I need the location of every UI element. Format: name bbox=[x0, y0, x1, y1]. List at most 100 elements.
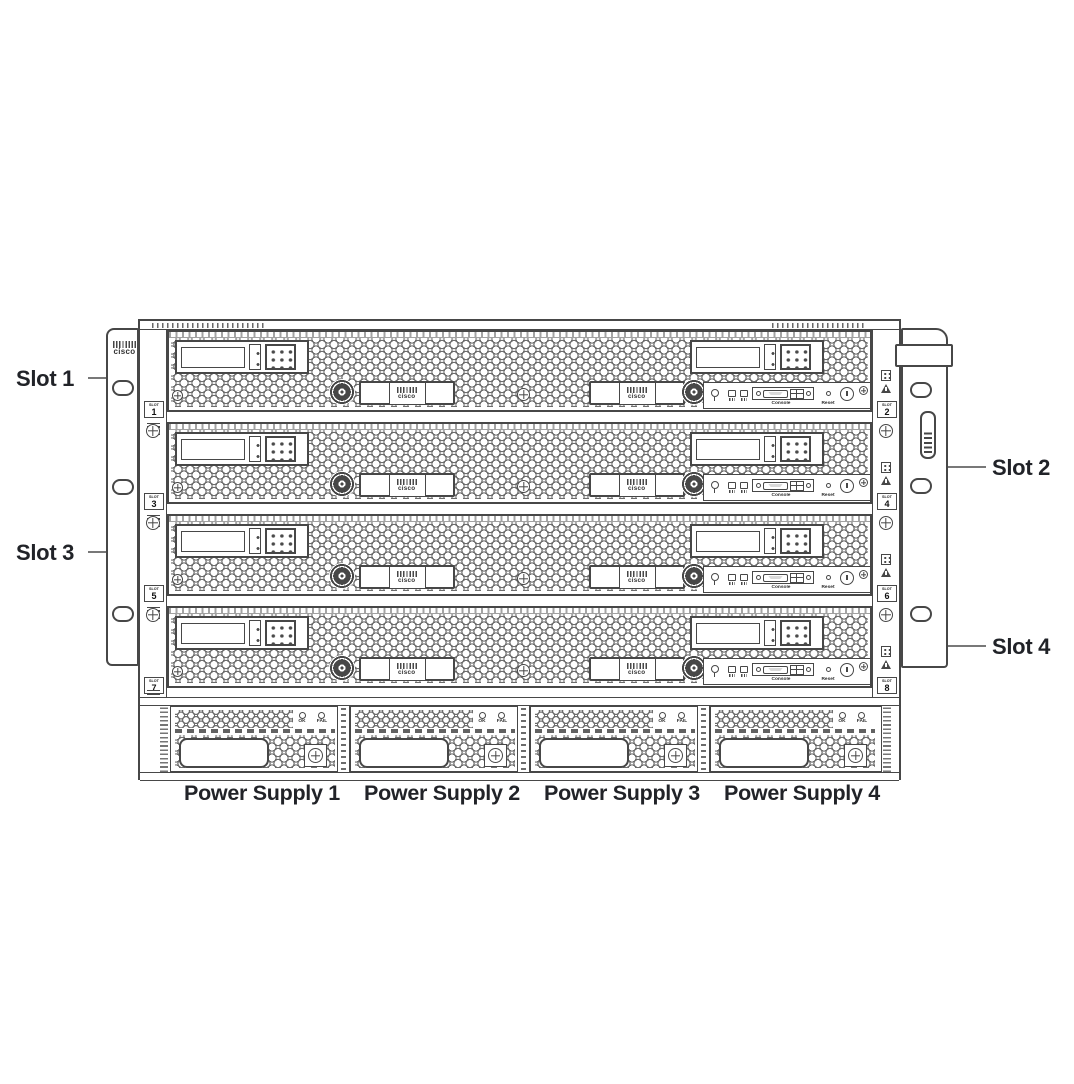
flange-mount-slot bbox=[112, 479, 134, 495]
power-supply-1-label: Power Supply 1 bbox=[184, 781, 340, 805]
top-rail-ticks bbox=[772, 323, 864, 328]
left-rack-flange: cisco bbox=[106, 328, 139, 666]
cisco-logo: cisco bbox=[111, 341, 138, 356]
drive-bay-left bbox=[175, 432, 309, 466]
console-connector-icon bbox=[763, 573, 788, 582]
psu-ok-label: OK bbox=[298, 719, 306, 724]
warning-triangle-icon bbox=[881, 568, 891, 577]
cisco-logo-bars-icon bbox=[626, 570, 648, 577]
wall-screw-icon bbox=[879, 608, 893, 622]
ejector-latch-button bbox=[329, 379, 355, 405]
ejector-handle-right: cisco bbox=[589, 565, 685, 589]
power-button-icon bbox=[840, 663, 854, 677]
cisco-logo-bars-icon bbox=[396, 662, 418, 669]
reset-pinhole bbox=[826, 391, 831, 396]
ejector-latch-button bbox=[681, 563, 707, 589]
power-supply-3-label: Power Supply 3 bbox=[544, 781, 700, 805]
psu-ok-led-icon bbox=[479, 712, 486, 719]
psu-handle-cutout bbox=[179, 738, 269, 768]
blade-row-4: cisco cisco bbox=[167, 606, 872, 688]
drive-label-window bbox=[696, 531, 760, 552]
reset-label: Reset bbox=[821, 401, 835, 406]
ejector-handle-left: cisco bbox=[359, 381, 455, 405]
ejector-handle-left: cisco bbox=[359, 473, 455, 497]
ejector-handle-left: cisco bbox=[359, 565, 455, 589]
console-label: Console bbox=[771, 401, 791, 406]
psu-fail-led-icon bbox=[858, 712, 865, 719]
status-indicator-icon bbox=[881, 370, 891, 381]
power-button-icon bbox=[840, 479, 854, 493]
drive-release-strip bbox=[764, 436, 776, 462]
psu-divider bbox=[337, 706, 350, 772]
reset-pinhole bbox=[826, 575, 831, 580]
psu-thumbscrew-icon bbox=[488, 748, 503, 763]
psu-side-detail bbox=[883, 706, 891, 772]
psu-screw-plate bbox=[304, 744, 327, 767]
console-label: Console bbox=[771, 493, 791, 498]
power-button-icon bbox=[840, 571, 854, 585]
connector-grid-icon bbox=[790, 388, 804, 399]
psu-handle-cutout bbox=[539, 738, 629, 768]
power-led-icon bbox=[711, 481, 719, 493]
blade-bay-area: cisco cisco bbox=[167, 321, 872, 697]
psu-thumbscrew-icon bbox=[848, 748, 863, 763]
drive-latch-grid bbox=[265, 620, 296, 646]
drive-release-strip bbox=[249, 528, 261, 554]
port-screw-icon bbox=[756, 391, 761, 396]
flange-mount-slot bbox=[112, 606, 134, 622]
drive-label-window bbox=[696, 623, 760, 644]
drive-latch-grid bbox=[780, 344, 811, 370]
ejector-latch-button bbox=[329, 655, 355, 681]
flange-mount-slot bbox=[910, 382, 932, 398]
cisco-logo-text: cisco bbox=[628, 576, 646, 584]
ejector-handle-right: cisco bbox=[589, 473, 685, 497]
drive-bay-right bbox=[690, 524, 824, 558]
ejector-handle-right: cisco bbox=[589, 381, 685, 405]
drive-label-window bbox=[696, 439, 760, 460]
port-screw-icon bbox=[806, 667, 811, 672]
health-status-icon bbox=[740, 666, 748, 677]
blade-corner-screw-icon bbox=[172, 390, 183, 401]
connector-grid-icon bbox=[790, 480, 804, 491]
drive-bay-right bbox=[690, 616, 824, 650]
drive-bay-right bbox=[690, 432, 824, 466]
network-status-icon bbox=[728, 482, 736, 493]
cisco-logo-bars-icon bbox=[396, 386, 418, 393]
cisco-logo-bars-icon bbox=[112, 341, 137, 348]
blade-top-edge bbox=[169, 424, 870, 430]
drive-release-strip bbox=[249, 436, 261, 462]
power-supply-2-label: Power Supply 2 bbox=[364, 781, 520, 805]
psu-fail-led-icon bbox=[318, 712, 325, 719]
panel-screw-icon bbox=[859, 662, 868, 671]
cisco-logo-bars-icon bbox=[396, 478, 418, 485]
warning-triangle-icon bbox=[881, 476, 891, 485]
cisco-logo-badge: cisco bbox=[388, 473, 426, 497]
psu-vent-grille bbox=[355, 710, 473, 728]
power-led-icon bbox=[711, 665, 719, 677]
psu-side-detail bbox=[160, 706, 168, 772]
reset-label: Reset bbox=[821, 585, 835, 590]
power-led-icon bbox=[711, 573, 719, 585]
blade-corner-screw-icon bbox=[172, 666, 183, 677]
blade-center-screw-icon bbox=[517, 572, 530, 585]
blade-row-1: cisco cisco bbox=[167, 330, 872, 412]
cisco-logo-bars-icon bbox=[396, 570, 418, 577]
right-rack-flange bbox=[895, 328, 953, 668]
warning-triangle-icon bbox=[881, 384, 891, 393]
cisco-logo-badge: cisco bbox=[388, 565, 426, 589]
status-indicator-icon bbox=[881, 646, 891, 657]
psu-ok-led-icon bbox=[659, 712, 666, 719]
console-port bbox=[752, 479, 814, 492]
psu-vent-grille bbox=[535, 710, 653, 728]
cisco-logo-text: cisco bbox=[113, 347, 136, 356]
console-port bbox=[752, 663, 814, 676]
flange-mount-slot bbox=[112, 380, 134, 396]
blade-corner-screw-icon bbox=[172, 574, 183, 585]
